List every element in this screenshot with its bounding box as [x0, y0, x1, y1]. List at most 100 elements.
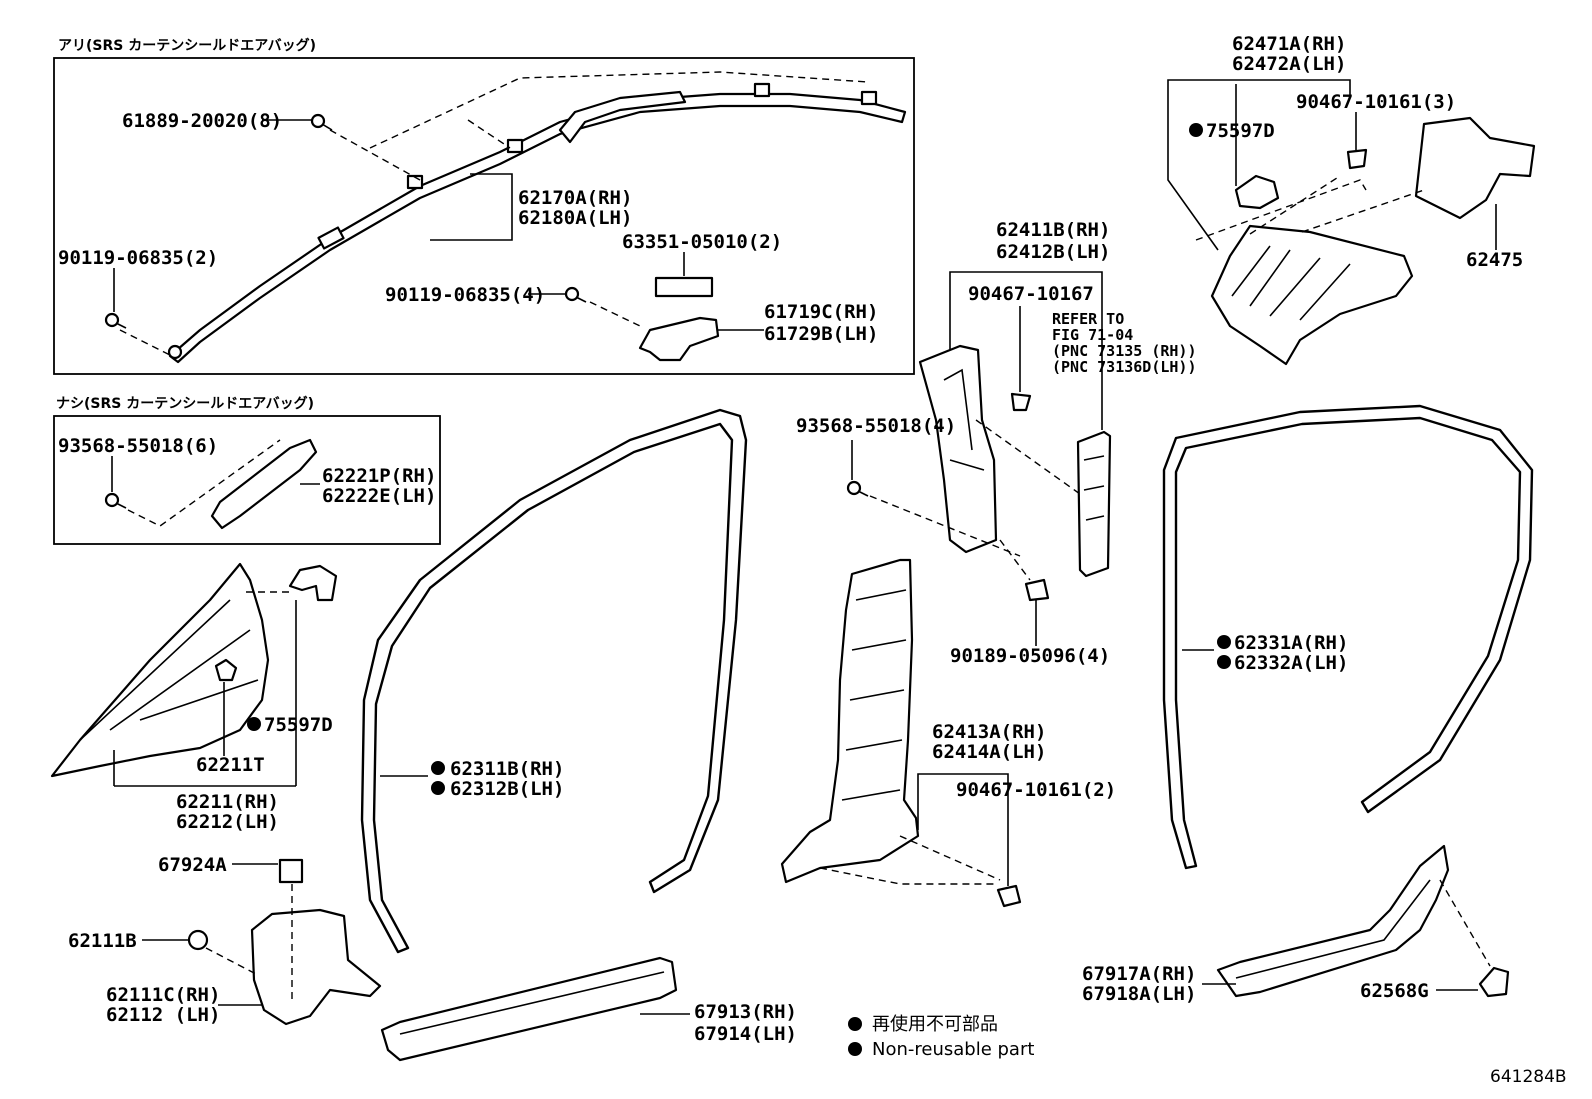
label-61729: 61729B(LH)	[764, 323, 878, 345]
nonreusable-dot-62311	[431, 761, 445, 775]
seat-belt-cover-ref	[1076, 430, 1112, 578]
refer-line-2: FIG 71-04	[1052, 326, 1133, 344]
legend: 再使用不可部品 Non-reusable part	[848, 1014, 1034, 1060]
trim-62475	[1414, 116, 1536, 220]
label-67913: 67913(RH)	[694, 1001, 797, 1023]
diagram-id: 641284B	[1490, 1067, 1567, 1087]
label-90119-2: 90119-06835(2)	[58, 247, 218, 269]
quarter-group: 62471A(RH) 62472A(LH) 90467-10161(3) 755…	[1167, 33, 1536, 366]
leader-62170	[430, 173, 513, 241]
center-pillar-upper-ribs	[943, 368, 985, 471]
cowl-side-group: 67924A 62111B 62111C(RH) 62112 (LH)	[68, 854, 382, 1026]
label-62475: 62475	[1466, 249, 1523, 271]
label-93568-6: 93568-55018(6)	[58, 435, 218, 457]
clip-90467-b	[996, 884, 1022, 908]
with-airbag-box	[53, 57, 915, 375]
label-62211: 62211(RH)	[176, 791, 279, 813]
front-pillar-group: 75597D 62211T 62211(RH) 62212(LH)	[50, 562, 338, 833]
label-67914: 67914(LH)	[694, 1023, 797, 1045]
front-pillar-garnish	[50, 562, 270, 778]
label-90189: 90189-05096(4)	[950, 645, 1110, 667]
clip-90467-c	[1346, 148, 1368, 170]
leader-62413	[917, 773, 1009, 886]
assist-grip-clip	[288, 564, 338, 602]
legend-jp: 再使用不可部品	[872, 1014, 998, 1035]
cowl-dash	[205, 884, 293, 1000]
label-62312: 62312B(LH)	[450, 778, 564, 800]
without-airbag-caption: ナシ(SRS カーテンシールドエアバッグ)	[56, 395, 314, 412]
label-61719: 61719C(RH)	[764, 301, 878, 323]
label-62222: 62222E(LH)	[322, 485, 436, 507]
label-62170: 62170A(RH)	[518, 187, 632, 209]
front-scuff-group: 67913(RH) 67914(LH)	[380, 956, 797, 1062]
label-62471: 62471A(RH)	[1232, 33, 1346, 55]
cowl-side-trim	[250, 908, 382, 1026]
nonreusable-dot-62312	[431, 781, 445, 795]
refer-line-4: (PNC 73136D(LH))	[1052, 358, 1197, 376]
label-75597-b: 75597D	[1206, 120, 1275, 142]
leader-62411	[949, 271, 1103, 430]
front-scuff-edge	[399, 971, 665, 1035]
label-62112: 62112 (LH)	[106, 1004, 220, 1026]
label-67918: 67918A(LH)	[1082, 983, 1196, 1005]
quarter-trim-ribs	[1231, 245, 1351, 321]
airbag-bracket-d	[860, 90, 878, 106]
label-90119-4: 90119-06835(4)	[385, 284, 545, 306]
leader-62471	[1167, 79, 1351, 251]
bolt-93568-b	[846, 480, 869, 497]
label-93568-4: 93568-55018(4)	[796, 415, 956, 437]
bracket-62221-dash	[127, 439, 281, 527]
center-pillar-lower-ribs	[841, 589, 907, 801]
airbag-dash-top	[369, 71, 869, 149]
front-pillar-ribs	[79, 599, 259, 741]
label-90467-c: 90467-10161(3)	[1296, 91, 1456, 113]
refer-line-1: REFER TO	[1052, 310, 1124, 328]
label-90467-a: 90467-10167	[968, 283, 1094, 305]
label-62472: 62472A(LH)	[1232, 53, 1346, 75]
label-67917: 67917A(RH)	[1082, 963, 1196, 985]
clip-90467-a	[1010, 392, 1032, 412]
center-pillar-lower-garnish	[780, 558, 920, 884]
pad-63351	[654, 276, 714, 298]
label-62212: 62212(LH)	[176, 811, 279, 833]
label-62211t: 62211T	[196, 754, 265, 776]
nonreusable-dot-62332	[1217, 655, 1231, 669]
label-62221: 62221P(RH)	[322, 465, 436, 487]
label-63351: 63351-05010(2)	[622, 231, 782, 253]
label-62111c: 62111C(RH)	[106, 984, 220, 1006]
airbag-dash-bolt	[329, 129, 421, 181]
rear-scuff-group: 62568G 67917A(RH) 67918A(LH)	[1082, 844, 1510, 1005]
bracket-dash	[589, 301, 641, 327]
airbag-bracket-c	[753, 82, 771, 98]
label-62332: 62332A(LH)	[1234, 652, 1348, 674]
label-62414: 62414A(LH)	[932, 741, 1046, 763]
clip-67924a	[278, 858, 304, 884]
label-62111b: 62111B	[68, 930, 137, 952]
clip-62211t	[214, 658, 238, 682]
front-scuff-plate	[380, 956, 678, 1062]
airbag-dash-mid	[467, 119, 511, 149]
rear-scuff-dash	[1439, 879, 1491, 967]
bolt-90119-a	[104, 312, 127, 329]
rear-scuff-plate	[1216, 844, 1450, 998]
nonreusable-dot-75597-a	[247, 717, 261, 731]
center-pillar-upper-garnish	[918, 344, 998, 554]
rear-weatherstrip-group: 62331A(RH) 62332A(LH)	[1162, 404, 1534, 870]
cushion-62111b	[187, 929, 209, 951]
center-pillar-lower-dash	[819, 835, 1001, 885]
quarter-trim-upper	[1210, 224, 1414, 366]
label-90467-b: 90467-10161(2)	[956, 779, 1116, 801]
label-67924a: 67924A	[158, 854, 227, 876]
bracket-62221p	[210, 438, 318, 530]
airbag-bracket-b	[506, 138, 524, 154]
bolt-61889	[310, 113, 333, 131]
rear-door-weatherstrip	[1162, 404, 1534, 870]
with-airbag-caption: アリ(SRS カーテンシールドエアバッグ)	[58, 37, 316, 54]
center-pillar-dash	[869, 419, 1081, 581]
center-pillar-lower-group: 62413A(RH) 62414A(LH) 90467-10161(2)	[780, 558, 1116, 908]
label-62311: 62311B(RH)	[450, 758, 564, 780]
refer-line-3: (PNC 73135 (RH))	[1052, 342, 1197, 360]
airbag-clip	[317, 226, 345, 250]
bracket-61719c	[638, 316, 720, 362]
